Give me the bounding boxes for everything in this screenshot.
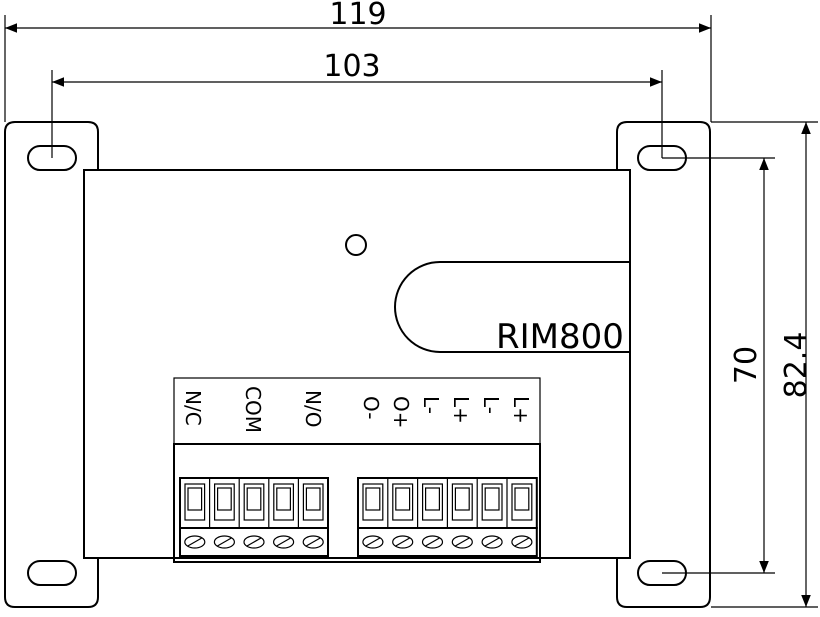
hole-spacing-width-dimension: 103 <box>51 49 663 158</box>
screw-icon <box>362 535 384 549</box>
screw-icon <box>243 535 265 549</box>
terminal-label-l-minus: L- <box>419 396 443 414</box>
signal-terminal-2 <box>387 478 414 549</box>
left-top-mounting-slot <box>27 145 77 171</box>
screw-icon <box>273 535 295 549</box>
screw-icon <box>481 535 503 549</box>
signal-terminal-6 <box>506 478 533 549</box>
terminal-label-l-plus: L+ <box>449 396 473 424</box>
relay-terminal-connector <box>179 477 329 557</box>
label-recess <box>394 261 630 353</box>
terminal-label-nc: N/C <box>181 390 205 426</box>
terminal-block <box>173 443 541 563</box>
left-bottom-mounting-slot <box>27 560 77 586</box>
signal-terminal-1 <box>362 483 384 549</box>
terminal-label-l-minus-2: L- <box>479 396 503 414</box>
screw-icon <box>392 535 414 549</box>
relay-terminal-labels: N/C COM N/O <box>181 386 325 433</box>
screw-icon <box>213 535 235 549</box>
signal-terminal-4 <box>446 478 473 549</box>
signal-terminal-connector <box>357 477 538 557</box>
relay-terminal-3 <box>238 478 265 549</box>
hole-spacing-height-label: 70 <box>729 346 764 384</box>
screw-icon <box>302 535 324 549</box>
overall-width-label: 119 <box>329 0 386 32</box>
terminal-label-o-plus: O+ <box>389 396 413 429</box>
screw-icon <box>421 535 444 549</box>
overall-height-dimension: 82.4 <box>711 121 818 608</box>
left-mounting-bracket <box>4 121 99 608</box>
screw-icon <box>451 535 473 549</box>
terminal-label-no: N/O <box>301 390 325 427</box>
hole-spacing-width-label: 103 <box>323 49 380 84</box>
signal-terminal-5 <box>476 478 503 549</box>
terminal-label-l-plus-2: L+ <box>509 396 533 424</box>
relay-terminal-1 <box>184 483 206 549</box>
hole-spacing-height-dimension: 70 <box>662 157 775 574</box>
signal-terminal-3 <box>417 478 444 549</box>
relay-terminal-2 <box>209 478 235 549</box>
terminal-label-o-minus: O- <box>359 396 383 420</box>
relay-terminal-5 <box>297 478 324 549</box>
model-label: RIM800 <box>496 317 624 357</box>
relay-terminal-4 <box>268 478 295 549</box>
screw-icon <box>184 535 206 549</box>
screw-icon <box>511 535 533 549</box>
terminal-label-com: COM <box>241 386 265 433</box>
device-body: RIM800 <box>83 169 631 559</box>
overall-height-label: 82.4 <box>779 332 814 399</box>
overall-width-dimension: 119 <box>4 0 712 122</box>
indicator-led <box>345 234 367 256</box>
signal-terminal-labels: O- O+ L- L+ L- L+ <box>359 396 533 429</box>
